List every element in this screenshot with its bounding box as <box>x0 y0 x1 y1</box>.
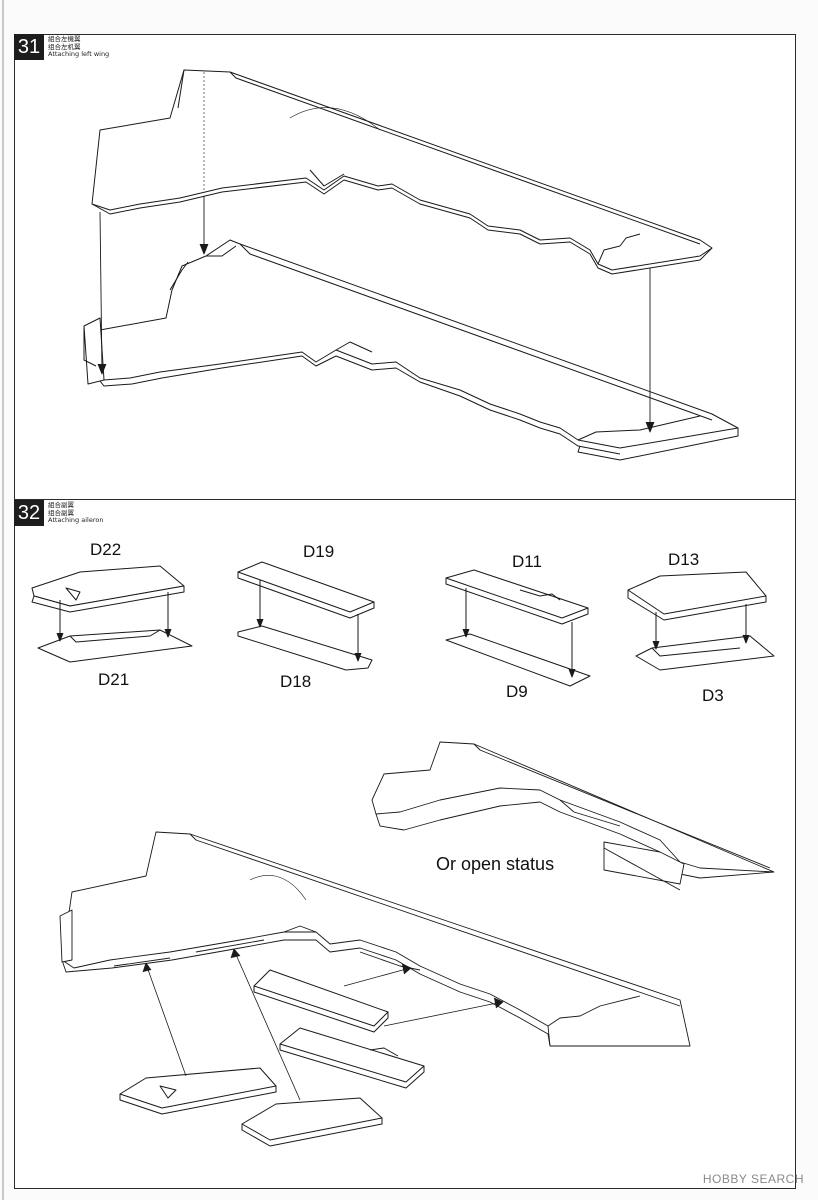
caption-en: Attaching aileron <box>48 516 104 524</box>
step-number-badge: 32 <box>14 500 44 526</box>
aileron-pair-d13-d3 <box>627 571 775 671</box>
step-32-caption: 組合副翼 组合副翼 Attaching aileron <box>48 501 104 525</box>
part-label-d3: D3 <box>702 686 724 705</box>
caption-cn-traditional: 組合左機翼 <box>48 35 81 43</box>
aileron-pair-d11-d9 <box>445 569 591 687</box>
aileron-pair-d22-d21 <box>31 565 193 663</box>
part-label-d18: D18 <box>280 672 312 691</box>
part-label-d21: D21 <box>98 670 130 689</box>
part-label-d11: D11 <box>512 552 542 571</box>
part-label-d19: D19 <box>303 542 335 561</box>
watermark: HOBBY SEARCH <box>703 1172 804 1186</box>
page-edge-shadow <box>2 0 4 1200</box>
upper-wing-half <box>91 69 713 275</box>
watermark-brand: HOBBY SEARCH <box>702 1172 804 1186</box>
part-label-d9: D9 <box>506 682 528 701</box>
aileron-pair-d19-d18 <box>237 561 375 671</box>
open-status-note: Or open status <box>436 854 555 874</box>
caption-cn-traditional: 組合副翼 <box>48 501 74 509</box>
caption-cn-simplified: 组合副翼 <box>48 508 74 517</box>
part-label-d13: D13 <box>668 550 700 569</box>
main-wing-assembly <box>59 831 691 1047</box>
caption-en: Attaching left wing <box>48 50 110 58</box>
caption-cn-simplified: 组合左机翼 <box>48 42 81 51</box>
assembly-guide-lines <box>97 72 655 433</box>
step-31-caption: 組合左機翼 组合左机翼 Attaching left wing <box>48 35 110 59</box>
loose-aileron-parts <box>119 969 425 1147</box>
lower-wing-half <box>83 239 739 461</box>
aileron-guide-lines <box>142 948 504 1101</box>
open-status-wing <box>371 741 775 891</box>
step-number-badge: 31 <box>14 34 44 60</box>
part-label-d22: D22 <box>90 540 122 559</box>
